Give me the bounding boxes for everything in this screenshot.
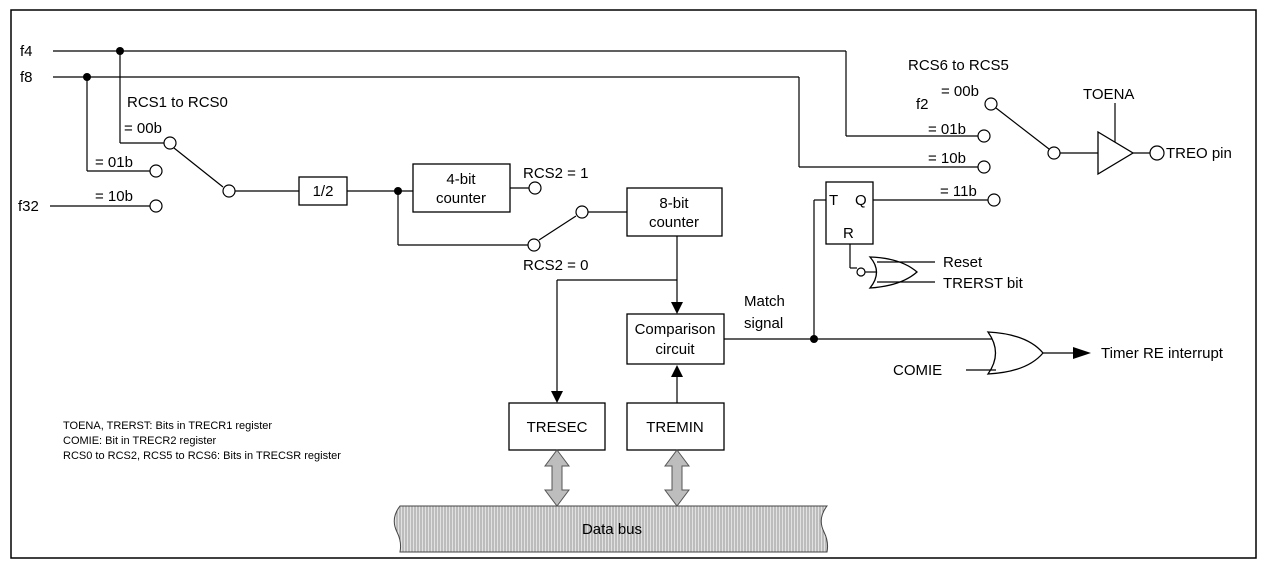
mux1-switch-arm (173, 147, 224, 188)
mux2-common-terminal (1047, 146, 1061, 160)
input-wires (50, 47, 978, 207)
mux2-terminal-01 (977, 129, 991, 143)
mux2-terminal-00 (984, 97, 998, 111)
tremin-label: TREMIN (646, 419, 704, 436)
tremin-bus-arrow (664, 449, 690, 507)
reset-label: Reset (943, 254, 983, 271)
data-bus-label: Data bus (582, 521, 642, 538)
treo-pin-label: TREO pin (1166, 145, 1232, 162)
mux1-terminal-10 (149, 199, 163, 213)
mux2-terminal-11 (987, 193, 1001, 207)
rcs2-switch-arm (538, 215, 577, 241)
mux1-title: RCS1 to RCS0 (127, 94, 228, 111)
tresec-register (508, 402, 606, 451)
match-label-line2: signal (744, 315, 783, 332)
mux2-sel10: = 10b (928, 150, 966, 167)
treo-pin-terminal (1149, 145, 1165, 161)
8bit-counter-box (626, 187, 723, 237)
4bit-counter-box (412, 163, 511, 213)
data-bus (393, 505, 829, 553)
toena-label: TOENA (1083, 86, 1134, 103)
rcs2-common-terminal (575, 205, 589, 219)
rcs2-0-label: RCS2 = 0 (523, 257, 588, 274)
mux1-terminal-00 (163, 136, 177, 150)
comie-label: COMIE (893, 362, 942, 379)
t-flipflop (825, 181, 874, 245)
flipflop-t: T (829, 192, 838, 209)
mux2-title: RCS6 to RCS5 (908, 57, 1009, 74)
comparison-line1: Comparison (635, 321, 716, 338)
toena-buffer (1097, 130, 1135, 176)
flipflop-q: Q (855, 192, 867, 209)
f2-label: f2 (916, 96, 929, 113)
note-line-2: COMIE: Bit in TRECR2 register (63, 435, 217, 447)
mux2-sel01: = 01b (928, 121, 966, 138)
f4-label: f4 (20, 43, 33, 60)
mux2-terminal-10 (977, 160, 991, 174)
note-line-3: RCS0 to RCS2, RCS5 to RCS6: Bits in TREC… (63, 450, 341, 462)
4bit-counter-line1: 4-bit (446, 171, 476, 188)
trerst-label: TRERST bit (943, 275, 1024, 292)
f32-label: f32 (18, 198, 39, 215)
note-line-1: TOENA, TRERST: Bits in TRECR1 register (63, 420, 272, 432)
rcs2-0-terminal (527, 238, 541, 252)
interrupt-output-label: Timer RE interrupt (1101, 345, 1224, 362)
interrupt-or-gate (986, 331, 1044, 375)
reset-inverter-bubble (856, 267, 866, 277)
mux1-common-terminal (222, 184, 236, 198)
divider-box (298, 176, 348, 206)
tresec-bus-arrow (544, 449, 570, 507)
mux1-sel01: = 01b (95, 154, 133, 171)
mux1-sel10: = 10b (95, 188, 133, 205)
reset-or-gate (868, 256, 918, 289)
8bit-counter-line2: counter (649, 214, 699, 231)
mux2-sel00: = 00b (941, 83, 979, 100)
mux2-sel11: = 11b (940, 183, 977, 200)
rcs2-1-label: RCS2 = 1 (523, 165, 588, 182)
counter-to-comparison-arrow (671, 302, 683, 314)
tremin-to-comparison-arrow (671, 365, 683, 377)
f8-label: f8 (20, 69, 33, 86)
comparison-line2: circuit (655, 341, 695, 358)
match-label-line1: Match (744, 293, 785, 310)
flipflop-r: R (843, 225, 854, 242)
rcs2-1-terminal (528, 181, 542, 195)
mux1-sel00: = 00b (124, 120, 162, 137)
tresec-label: TRESEC (527, 419, 588, 436)
diagram-frame (10, 9, 1257, 559)
interrupt-arrow (1073, 347, 1091, 359)
tremin-register (626, 402, 725, 451)
mux1-terminal-01 (149, 164, 163, 178)
4bit-counter-line2: counter (436, 190, 486, 207)
8bit-counter-line1: 8-bit (659, 195, 689, 212)
mux2-switch-arm (995, 107, 1050, 150)
comparison-circuit-box (626, 313, 725, 365)
counter-to-tresec-arrow (551, 391, 563, 403)
divider-label: 1/2 (313, 183, 334, 200)
